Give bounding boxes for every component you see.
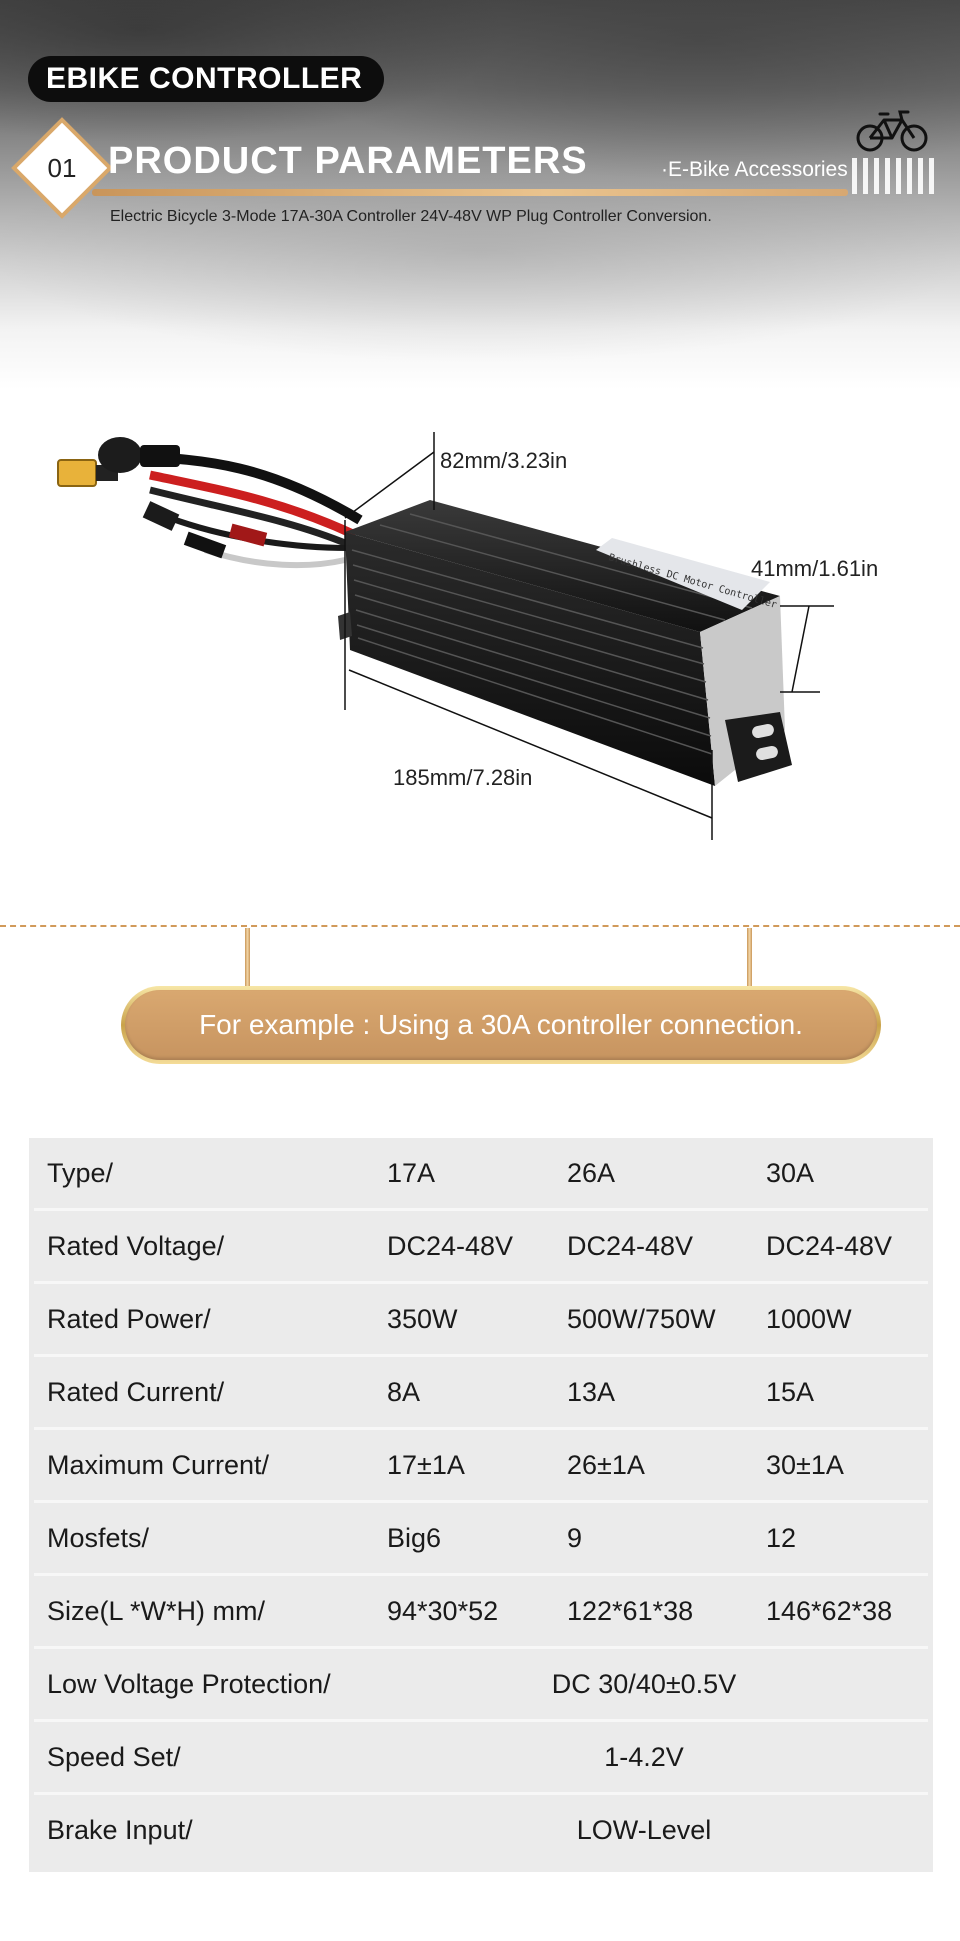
cell-30a: 1000W xyxy=(766,1303,852,1334)
accessories-tag: ·E-Bike Accessories xyxy=(661,158,848,181)
row-label: Rated Current/ xyxy=(47,1376,225,1407)
row-label: Brake Input/ xyxy=(47,1814,193,1845)
cell-30a: 30±1A xyxy=(766,1449,844,1480)
cell-merged: DC 30/40±0.5V xyxy=(551,1668,737,1699)
dimension-width-label: 41mm/1.61in xyxy=(751,556,879,581)
title-underline xyxy=(92,189,848,196)
section-number: 01 xyxy=(47,152,77,183)
product-image: Brushless DC Motor Controller 82mm/3.23i… xyxy=(0,420,960,860)
table-row: Low Voltage Protection/ DC 30/40±0.5V xyxy=(34,1649,928,1722)
cell-26a: 9 xyxy=(567,1522,583,1553)
cell-17a: 94*30*52 xyxy=(387,1595,499,1626)
cell-merged: LOW-Level xyxy=(576,1814,712,1845)
table-row: Rated Power/ 350W 500W/750W 1000W xyxy=(34,1284,928,1357)
cell-26a: 500W/750W xyxy=(567,1303,716,1334)
cell-30a: 15A xyxy=(766,1376,815,1407)
row-label: Type/ xyxy=(47,1157,114,1188)
cell-17a: 350W xyxy=(387,1303,458,1334)
cell-17a: DC24-48V xyxy=(387,1230,514,1261)
cell-17a: 8A xyxy=(387,1376,421,1407)
row-label: Low Voltage Protection/ xyxy=(47,1668,331,1699)
cell-26a: 26±1A xyxy=(567,1449,645,1480)
spec-table: Type/ 17A 26A 30A Rated Voltage/ DC24-48… xyxy=(29,1138,933,1872)
banner-hanger-left xyxy=(245,928,250,988)
controller-illustration: Brushless DC Motor Controller xyxy=(57,432,834,840)
dashed-divider xyxy=(0,925,960,927)
cell-17a: 17A xyxy=(387,1157,436,1188)
hero-header: EBIKE CONTROLLER 01 PRODUCT PARAMETERS ·… xyxy=(0,0,960,400)
table-row: Mosfets/ Big6 9 12 xyxy=(34,1503,928,1576)
table-row: Size(L *W*H) mm/ 94*30*52 122*61*38 146*… xyxy=(34,1576,928,1649)
cell-17a: 17±1A xyxy=(387,1449,465,1480)
row-label: Speed Set/ xyxy=(47,1741,181,1772)
table-row: Speed Set/ 1-4.2V xyxy=(34,1722,928,1795)
section-title: PRODUCT PARAMETERS xyxy=(108,140,588,182)
decorative-stripes xyxy=(852,158,936,194)
banner-hanger-right xyxy=(747,928,752,988)
bicycle-icon xyxy=(856,110,928,152)
cell-26a: 26A xyxy=(567,1157,616,1188)
table-row: Rated Current/ 8A 13A 15A xyxy=(34,1357,928,1430)
cell-30a: DC24-48V xyxy=(766,1230,893,1261)
cell-26a: 122*61*38 xyxy=(567,1595,694,1626)
cell-merged: 1-4.2V xyxy=(604,1741,684,1772)
brand-badge: EBIKE CONTROLLER xyxy=(28,56,384,102)
product-subtitle: Electric Bicycle 3-Mode 17A-30A Controll… xyxy=(110,208,712,225)
cell-17a: Big6 xyxy=(387,1522,442,1553)
table-row: Rated Voltage/ DC24-48V DC24-48V DC24-48… xyxy=(34,1211,928,1284)
row-label: Rated Voltage/ xyxy=(47,1230,225,1261)
cell-30a: 146*62*38 xyxy=(766,1595,893,1626)
cell-30a: 12 xyxy=(766,1522,797,1553)
cell-30a: 30A xyxy=(766,1157,815,1188)
example-banner-text: For example : Using a 30A controller con… xyxy=(125,990,877,1060)
row-label: Maximum Current/ xyxy=(47,1449,270,1480)
cell-26a: DC24-48V xyxy=(567,1230,694,1261)
row-label: Rated Power/ xyxy=(47,1303,211,1334)
row-label: Size(L *W*H) mm/ xyxy=(47,1595,266,1626)
example-banner: For example : Using a 30A controller con… xyxy=(121,986,881,1064)
dimension-length-label: 185mm/7.28in xyxy=(393,765,533,790)
dimension-height-label: 82mm/3.23in xyxy=(440,448,568,473)
table-row: Type/ 17A 26A 30A xyxy=(34,1138,928,1211)
row-label: Mosfets/ xyxy=(47,1522,150,1553)
table-row: Brake Input/ LOW-Level xyxy=(34,1795,928,1868)
cell-26a: 13A xyxy=(567,1376,616,1407)
brand-text: EBIKE CONTROLLER xyxy=(46,62,363,95)
table-row: Maximum Current/ 17±1A 26±1A 30±1A xyxy=(34,1430,928,1503)
